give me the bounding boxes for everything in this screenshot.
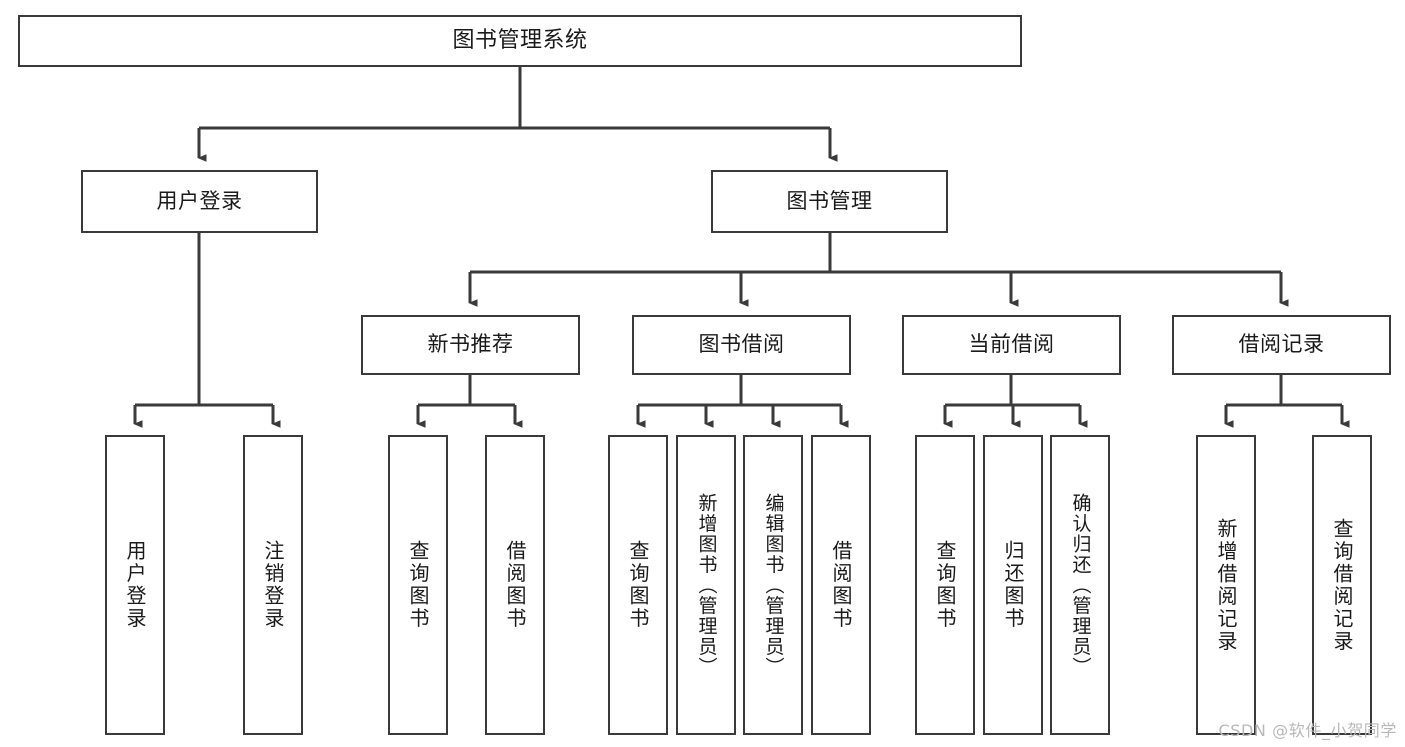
node-leaf-add-book[interactable]: 新增图书（管理员） (676, 435, 736, 735)
node-leaf-return-book-label: 归还图书 (1001, 540, 1025, 630)
node-leaf-edit-book-label: 编辑图书（管理员） (762, 492, 785, 678)
node-leaf-borrow-book-rec-label: 借阅图书 (503, 540, 527, 630)
node-root-label: 图书管理系统 (452, 27, 588, 53)
node-current-borrow[interactable]: 当前借阅 (902, 315, 1121, 375)
node-current-borrow-label: 当前借阅 (968, 332, 1055, 357)
node-leaf-add-record[interactable]: 新增借阅记录 (1196, 435, 1256, 735)
node-borrow-record-label: 借阅记录 (1238, 332, 1325, 357)
node-leaf-user-logout-label: 注销登录 (261, 540, 285, 630)
node-leaf-borrow-book-label: 借阅图书 (829, 540, 853, 630)
node-book-manage-label: 图书管理 (786, 188, 873, 213)
node-leaf-query-book[interactable]: 查询图书 (608, 435, 668, 735)
node-leaf-query-book-label: 查询图书 (626, 540, 650, 630)
node-leaf-add-book-label: 新增图书（管理员） (695, 492, 718, 678)
node-user-login[interactable]: 用户登录 (81, 170, 318, 233)
watermark: CSDN @软件_小贺同学 (1218, 721, 1397, 740)
node-leaf-confirm-return[interactable]: 确认归还（管理员） (1050, 435, 1110, 735)
node-user-login-label: 用户登录 (156, 188, 243, 213)
node-leaf-borrow-book-rec[interactable]: 借阅图书 (485, 435, 545, 735)
node-leaf-edit-book[interactable]: 编辑图书（管理员） (743, 435, 803, 735)
node-leaf-user-login[interactable]: 用户登录 (105, 435, 165, 735)
node-new-book-recommend[interactable]: 新书推荐 (361, 315, 580, 375)
node-leaf-query-book-rec-label: 查询图书 (406, 540, 430, 630)
node-leaf-query-book-rec[interactable]: 查询图书 (388, 435, 448, 735)
node-root[interactable]: 图书管理系统 (18, 15, 1022, 67)
node-leaf-return-book[interactable]: 归还图书 (983, 435, 1043, 735)
node-leaf-query-book-cur-label: 查询图书 (933, 540, 957, 630)
node-leaf-query-record-label: 查询借阅记录 (1330, 517, 1354, 653)
node-leaf-user-login-label: 用户登录 (123, 540, 147, 630)
node-leaf-query-book-cur[interactable]: 查询图书 (915, 435, 975, 735)
node-book-borrow-label: 图书借阅 (698, 332, 785, 357)
node-leaf-query-record[interactable]: 查询借阅记录 (1312, 435, 1372, 735)
node-leaf-borrow-book[interactable]: 借阅图书 (811, 435, 871, 735)
node-new-book-recommend-label: 新书推荐 (427, 332, 514, 357)
node-leaf-user-logout[interactable]: 注销登录 (243, 435, 303, 735)
node-book-manage[interactable]: 图书管理 (711, 170, 948, 233)
node-borrow-record[interactable]: 借阅记录 (1172, 315, 1391, 375)
node-leaf-add-record-label: 新增借阅记录 (1214, 517, 1238, 653)
node-leaf-confirm-return-label: 确认归还（管理员） (1069, 492, 1092, 678)
node-book-borrow[interactable]: 图书借阅 (632, 315, 851, 375)
